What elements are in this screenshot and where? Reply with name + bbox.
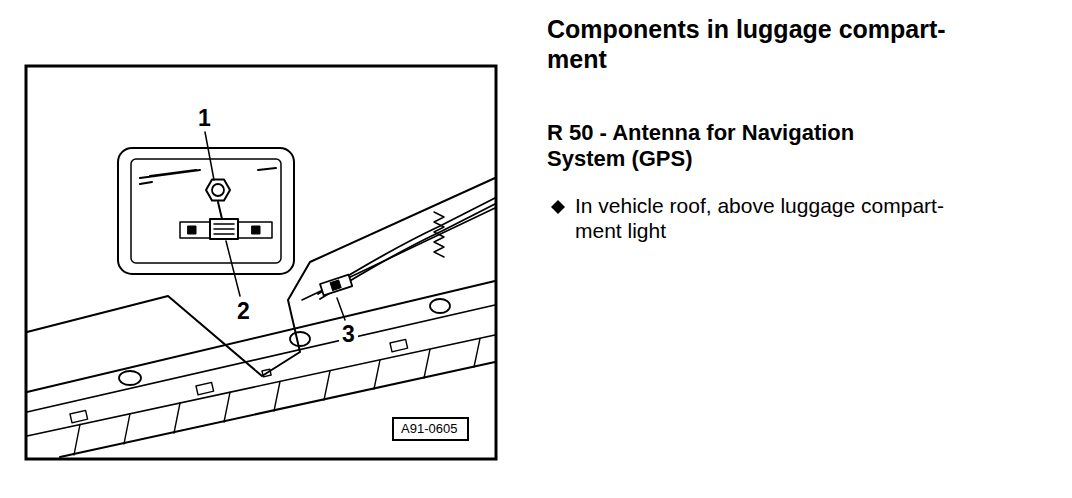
leader-line bbox=[205, 132, 214, 180]
connector-ribs bbox=[214, 224, 234, 234]
beam-hole bbox=[290, 332, 310, 346]
beam-hole bbox=[430, 299, 450, 313]
cable-conduit bbox=[434, 212, 444, 257]
housing-shading bbox=[140, 168, 276, 184]
component-heading: R 50 - Antenna for Navigation System (GP… bbox=[547, 120, 897, 173]
beam-hole bbox=[119, 371, 141, 385]
callout-number: 3 bbox=[339, 322, 358, 347]
callout-number: 2 bbox=[234, 299, 253, 324]
callout-number: 1 bbox=[195, 106, 214, 131]
antenna-cable bbox=[320, 204, 495, 299]
cable-connector bbox=[320, 275, 352, 296]
antenna-nut bbox=[206, 180, 230, 201]
clip bbox=[252, 226, 260, 234]
beam-notch bbox=[70, 410, 88, 422]
figure-number-box: A91-0605 bbox=[392, 417, 469, 441]
light-housing bbox=[118, 148, 294, 274]
beam-notch bbox=[390, 339, 408, 351]
figure-number: A91-0605 bbox=[401, 421, 457, 437]
antenna-connector bbox=[210, 219, 238, 239]
beam-edge bbox=[27, 305, 495, 412]
section-title: Components in luggage compart- ment bbox=[547, 14, 987, 74]
clip bbox=[188, 226, 196, 234]
beam-ribs bbox=[74, 339, 480, 455]
beam-edge bbox=[60, 362, 495, 457]
bullet-diamond bbox=[551, 200, 565, 214]
light-opening bbox=[131, 159, 281, 263]
location-note: In vehicle roof, above luggage compart- … bbox=[575, 193, 975, 243]
beam-notch bbox=[196, 382, 214, 394]
vehicle-structure bbox=[27, 132, 495, 457]
leader-line bbox=[337, 298, 345, 320]
antenna-stud bbox=[218, 202, 222, 219]
illustration-frame bbox=[26, 66, 496, 459]
antenna-stud-end bbox=[212, 184, 224, 196]
leader-line bbox=[226, 241, 240, 296]
